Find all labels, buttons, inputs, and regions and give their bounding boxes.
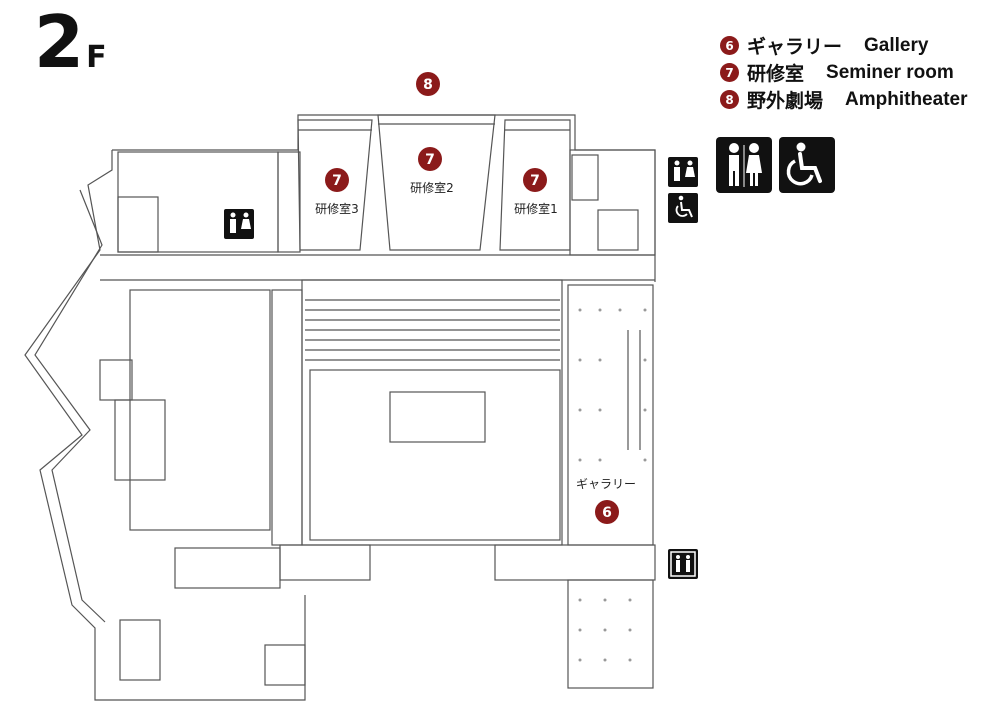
legend: 6 ギャラリー Gallery 7 研修室 Seminer room 8 野外劇…	[720, 32, 967, 113]
restroom-icon	[224, 209, 254, 239]
svg-text:6: 6	[602, 505, 612, 521]
room-label: ギャラリー	[576, 477, 636, 491]
room-label: 研修室1	[514, 201, 558, 216]
room-label: 研修室3	[315, 201, 359, 216]
marker-seminar-room-2: 7 研修室2	[410, 147, 454, 195]
svg-text:7: 7	[530, 173, 540, 189]
legend-label-en: Amphitheater	[845, 88, 968, 110]
marker-seminar-room-1: 7 研修室1	[514, 168, 558, 216]
floor-number: 2	[34, 0, 84, 84]
svg-text:7: 7	[332, 173, 342, 189]
legend-number-badge: 8	[720, 90, 739, 109]
wheelchair-icon	[668, 193, 698, 223]
legend-label-en: Gallery	[864, 34, 929, 56]
legend-item-amphitheater: 8 野外劇場 Amphitheater	[720, 86, 967, 113]
svg-text:7: 7	[425, 152, 435, 168]
legend-number-badge: 7	[720, 63, 739, 82]
elevator-icon	[668, 549, 698, 579]
floor-suffix: F	[86, 40, 107, 75]
restroom-icon	[716, 137, 772, 193]
seminar-room-3	[297, 119, 373, 251]
restroom-icon	[668, 157, 698, 187]
legend-number-badge: 6	[720, 36, 739, 55]
marker-gallery: ギャラリー 6	[576, 477, 636, 524]
legend-item-seminar-room: 7 研修室 Seminer room	[720, 59, 967, 86]
legend-label-ja: 研修室	[747, 63, 805, 85]
legend-label-en: Seminer room	[826, 61, 954, 83]
room-label: 研修室2	[410, 180, 454, 195]
seminar-room-2	[377, 114, 496, 251]
outer-wall-top	[112, 114, 656, 282]
svg-text:8: 8	[423, 77, 433, 93]
marker-amphitheater: 8	[416, 72, 440, 96]
legend-label-ja: ギャラリー	[747, 36, 843, 58]
marker-seminar-room-3: 7 研修室3	[315, 168, 359, 216]
outer-wall-left	[24, 150, 306, 701]
legend-item-gallery: 6 ギャラリー Gallery	[720, 32, 967, 59]
legend-label-ja: 野外劇場	[747, 90, 824, 112]
wheelchair-icon	[779, 137, 835, 193]
